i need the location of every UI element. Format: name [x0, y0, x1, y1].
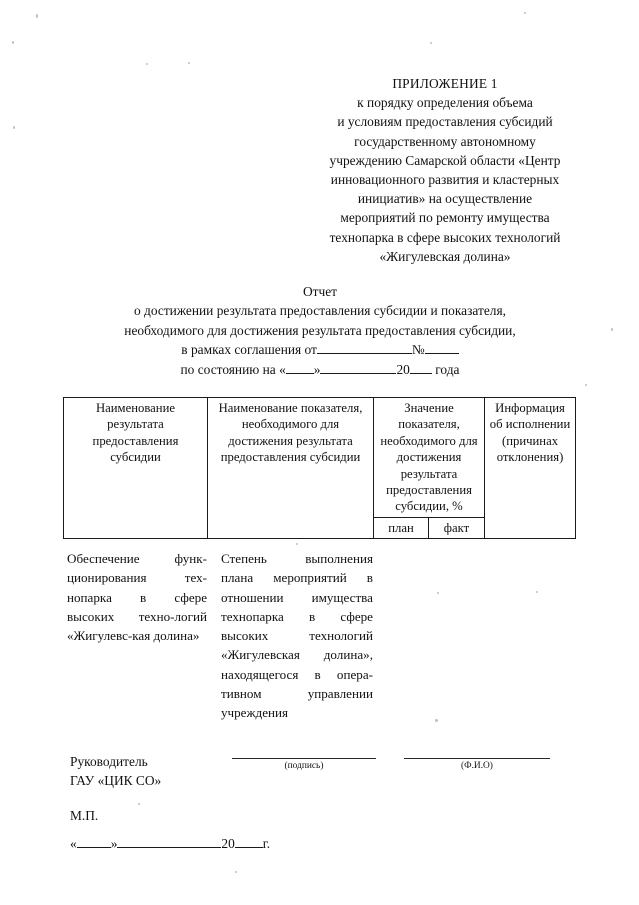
scan-speck: [524, 12, 526, 14]
subcolumn-header-fact: факт: [427, 516, 486, 539]
scan-speck: [437, 592, 439, 594]
subcolumn-header-plan: план: [373, 516, 429, 539]
signature-caption: (подпись): [284, 761, 324, 771]
footer-quote-close: »: [110, 836, 118, 851]
quote-close: »: [313, 361, 321, 377]
full-name-caption: (Ф.И.О): [461, 761, 493, 771]
report-subtitle-line-2: необходимого для достижения результата п…: [124, 322, 516, 338]
scan-speck: [235, 871, 237, 873]
scan-speck: [536, 591, 538, 593]
footer-year-blank[interactable]: [234, 847, 263, 848]
appendix-header: ПРИЛОЖЕНИЕ 1 к порядку определения объем…: [300, 74, 590, 266]
status-date-line: по состоянию на « » 20 года: [64, 360, 576, 379]
agreement-line: в рамках соглашения от №: [64, 340, 576, 359]
number-symbol: №: [411, 342, 425, 358]
table-subheader-row: план факт: [64, 516, 576, 539]
report-heading: Отчет: [302, 284, 338, 299]
agreement-date-blank[interactable]: [316, 353, 412, 355]
scan-speck: [12, 41, 14, 44]
footer-year-prefix: 20: [221, 836, 235, 851]
stamp-placeholder: М.П.: [70, 808, 99, 823]
appendix-line-8: мероприятий по ремонту имущества: [340, 210, 550, 226]
table-body-text: Обеспечение функ­-ционирования тех­-нопа…: [67, 549, 579, 723]
scan-speck: [188, 62, 190, 64]
appendix-line-2: к порядку определения объема: [357, 95, 533, 111]
status-year-suffix: года: [435, 361, 460, 377]
footer-year-suffix: г.: [262, 836, 271, 851]
quote-open: «: [279, 361, 286, 377]
report-table: Наименование результата предоставления с…: [63, 397, 577, 539]
body-text-indicator-name: Степень выполнения плана мероприятий в о…: [221, 551, 373, 721]
signature-slot[interactable]: (подпись): [232, 758, 376, 773]
column-header-indicator-name: Наименование показателя, необходимого дл…: [207, 397, 374, 539]
column-header-result-name: Наименование результата предоставления с…: [63, 397, 208, 539]
column-header-execution-info: Информация об исполнении (причинах откло…: [484, 397, 577, 539]
appendix-title: ПРИЛОЖЕНИЕ 1: [392, 76, 498, 91]
scan-speck: [138, 803, 140, 805]
body-text-result-name: Обеспечение функ­-ционирования тех­-нопа…: [67, 551, 207, 644]
scan-speck: [36, 14, 38, 18]
agreement-number-blank[interactable]: [424, 353, 459, 355]
table-header-row: Наименование результата предоставления с…: [63, 397, 577, 539]
signature-rule: [232, 758, 376, 759]
report-subtitle-line-1: о достижении результата предоставления с…: [133, 303, 506, 319]
appendix-line-6: инновационного развития и кластерных: [330, 172, 560, 188]
scan-speck: [13, 126, 15, 129]
signatory-role: Руководитель ГАУ «ЦИК СО»: [70, 752, 230, 791]
report-title-block: Отчет о достижении результата предоставл…: [64, 282, 576, 379]
appendix-line-7: инициатив» на осуществление: [357, 191, 533, 207]
status-month-blank[interactable]: [320, 372, 397, 374]
appendix-line-5: учреждению Самарской области «Центр: [329, 152, 561, 168]
column-header-indicator-value: Значение показателя, необходимого для до…: [372, 397, 486, 518]
agreement-label: в рамках соглашения от: [181, 342, 317, 358]
status-year-prefix: 20: [396, 361, 410, 377]
appendix-line-9: технопарка в сфере высоких технологий: [329, 229, 561, 245]
footer-day-blank[interactable]: [76, 847, 111, 848]
status-label: по состоянию на: [180, 361, 276, 377]
footer-month-blank[interactable]: [117, 847, 222, 848]
footer-quote-open: «: [70, 836, 77, 851]
scan-speck: [435, 719, 438, 722]
signatory-role-line-1: Руководитель: [70, 754, 148, 769]
scan-speck: [296, 543, 298, 545]
appendix-line-3: и условиям предоставления субсидий: [337, 114, 553, 130]
appendix-line-10: «Жигулевская долина»: [379, 248, 511, 264]
full-name-slot[interactable]: (Ф.И.О): [404, 758, 550, 773]
scan-speck: [146, 63, 148, 65]
scan-speck: [585, 384, 587, 386]
status-day-blank[interactable]: [285, 372, 314, 374]
scan-speck: [611, 328, 613, 331]
appendix-line-4: государственному автономному: [354, 133, 536, 149]
full-name-rule: [404, 758, 550, 759]
scan-speck: [430, 42, 432, 44]
signatory-role-line-2: ГАУ «ЦИК СО»: [70, 773, 162, 789]
footer-date-line: « » 20 г.: [70, 836, 270, 852]
table-header-group: Наименование результата предоставления с…: [63, 397, 577, 539]
status-year-blank[interactable]: [409, 372, 432, 374]
